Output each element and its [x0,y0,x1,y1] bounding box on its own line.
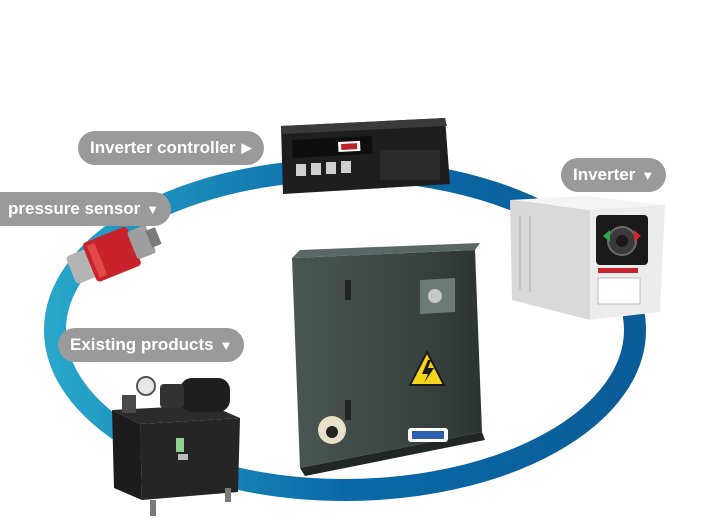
pressure-sensor-icon [66,225,162,284]
down-arrow-icon: ▼ [641,167,655,183]
label-existing-products[interactable]: Existing products ▼ [58,328,245,362]
label-text: Existing products [70,335,214,354]
label-pressure-sensor[interactable]: pressure sensor ▼ [0,192,172,226]
label-inverter[interactable]: Inverter ▼ [561,158,667,192]
down-arrow-icon: ▼ [146,201,160,217]
inverter-icon [510,196,665,320]
inverter-controller-icon [281,118,450,194]
right-arrow-icon: ▶ [241,140,252,155]
label-text: Inverter controller [90,138,236,157]
label-text: Inverter [573,165,636,184]
down-arrow-icon: ▼ [219,337,233,353]
hydraulic-unit-icon [112,376,240,516]
label-inverter-controller[interactable]: Inverter controller ▶ [78,131,264,165]
label-text: pressure sensor [8,199,141,218]
control-cabinet-icon [292,243,485,476]
